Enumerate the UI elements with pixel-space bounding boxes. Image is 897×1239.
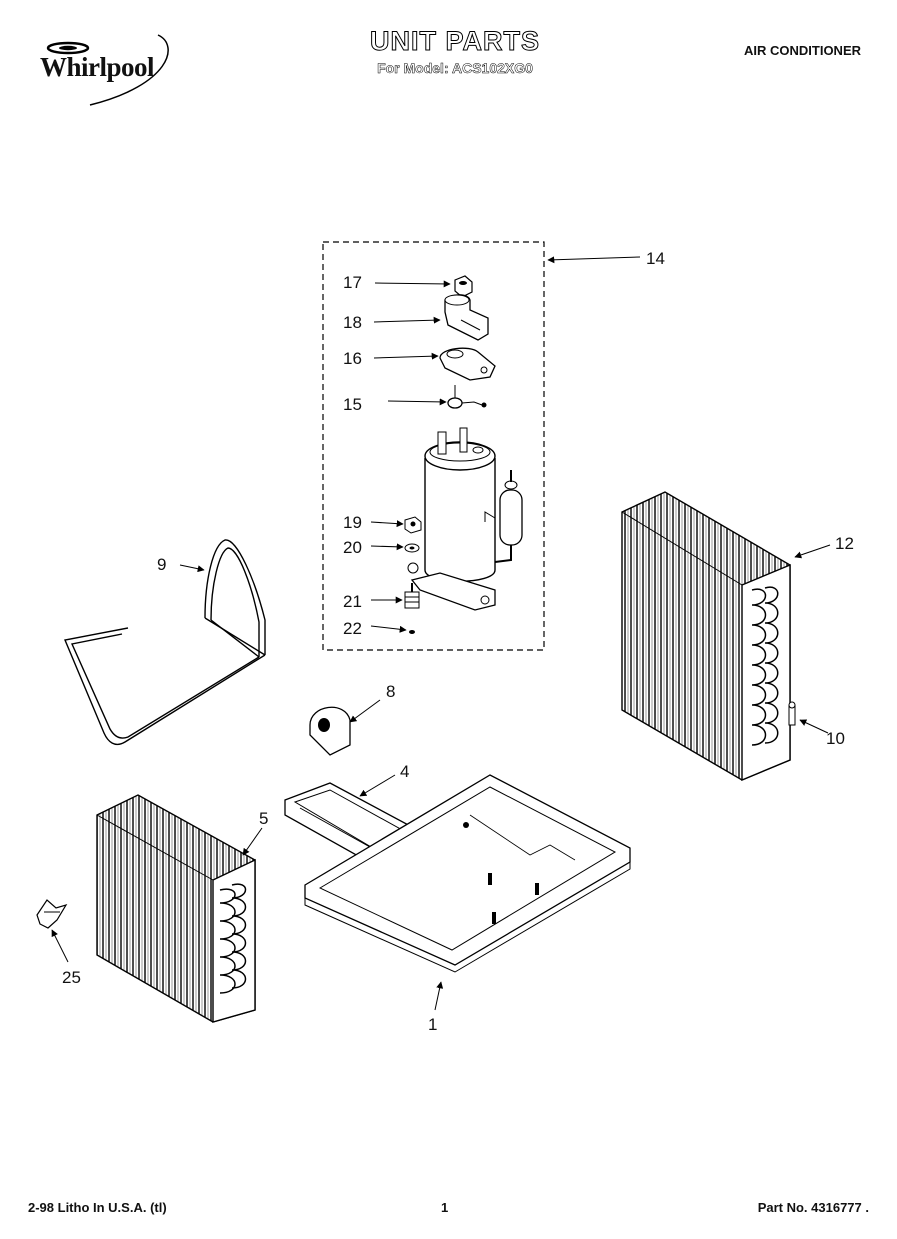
part-21-mounting-grommet (404, 583, 420, 609)
part-17-nut (454, 275, 473, 298)
page-number: 1 (441, 1200, 449, 1215)
callout-10: 10 (826, 729, 845, 748)
callout-20: 20 (343, 538, 362, 557)
leader-lines (51, 256, 831, 1011)
part-19-grommet-nut (404, 516, 422, 534)
compressor (407, 427, 523, 611)
callout-1: 1 (428, 1015, 437, 1034)
callout-21: 21 (343, 592, 362, 611)
callout-15: 15 (343, 395, 362, 414)
callout-17: 17 (343, 273, 362, 292)
part-10-coil-fitting (788, 701, 796, 726)
model-subtitle: For Model: ACS102XG0 (377, 60, 533, 77)
callout-4: 4 (400, 762, 409, 781)
part-22-spacer (409, 630, 415, 634)
page-title: UNIT PARTS (370, 26, 540, 57)
part-8-bracket (309, 706, 351, 756)
part-1-base-pan (304, 774, 631, 973)
callout-19: 19 (343, 513, 362, 532)
brand-wordmark: Whirlpool (40, 52, 155, 82)
callout-5: 5 (259, 809, 268, 828)
part-25-sensor-clip (36, 899, 68, 929)
callout-8: 8 (386, 682, 395, 701)
callout-18: 18 (343, 313, 362, 332)
swoosh-icon (46, 34, 169, 106)
part-12-condenser-coil (621, 491, 791, 782)
callout-14: 14 (646, 249, 665, 268)
product-category: AIR CONDITIONER (744, 43, 861, 58)
footer-litho: 2-98 Litho In U.S.A. (tl) (28, 1200, 167, 1215)
callout-16: 16 (343, 349, 362, 368)
part-18-terminal-cover (444, 294, 489, 341)
part-20-washer (404, 543, 420, 553)
callout-22: 22 (343, 619, 362, 638)
part-9-wire-bracket (64, 539, 266, 746)
callout-25: 25 (62, 968, 81, 987)
part-15-overload (447, 385, 487, 409)
brand-logo: Whirlpool (30, 30, 200, 110)
compressor-assembly-box (322, 241, 545, 651)
callout-9: 9 (157, 555, 166, 574)
part-number: Part No. 4316777 . (757, 1200, 869, 1215)
part-5-evaporator-coil (96, 794, 256, 1023)
callout-12: 12 (835, 534, 854, 553)
part-16-gasket (439, 347, 496, 381)
